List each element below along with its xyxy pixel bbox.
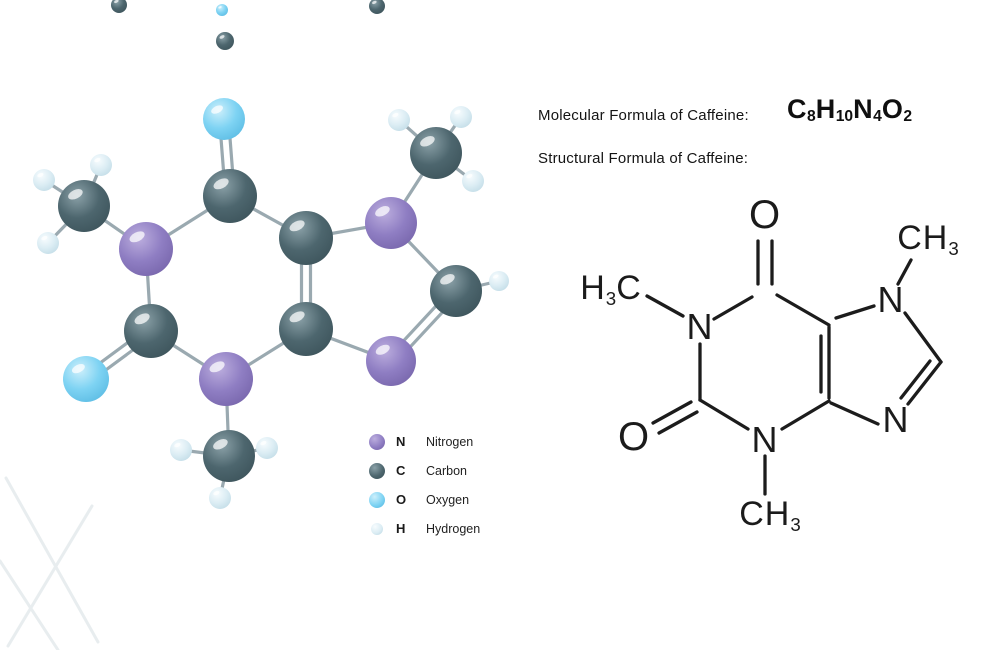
legend-element-symbol: H [396,521,406,536]
molecular-formula-value: C8H10N4O2 [787,94,913,126]
legend-item-nitrogen: N Nitrogen [366,427,480,456]
legend-item-hydrogen: H Hydrogen [366,514,480,543]
legend-element-symbol: O [396,492,407,507]
legend-item-carbon: C Carbon [366,456,480,485]
legend-atom-sphere-icon [369,433,385,450]
legend-element-name: Hydrogen [426,521,481,536]
legend-element-name: Oxygen [426,492,470,507]
legend-element-symbol: N [396,434,406,449]
legend-atom-sphere-icon [371,522,383,535]
legend-element-symbol: C [396,463,406,478]
legend-atom-sphere-icon [369,491,385,508]
legend-element-name: Nitrogen [426,434,474,449]
structural-formula-bonds [645,239,943,496]
molecular-formula-label: Molecular Formula of Caffeine: [538,107,749,124]
decorative-atoms [111,0,385,50]
legend-item-oxygen: O Oxygen [366,485,480,514]
ball-model-atoms [33,98,509,509]
legend-atom-sphere-icon [369,462,385,479]
legend-element-name: Carbon [426,463,467,478]
structural-formula-label: Structural Formula of Caffeine: [538,150,749,167]
watermark-lines [0,476,100,650]
